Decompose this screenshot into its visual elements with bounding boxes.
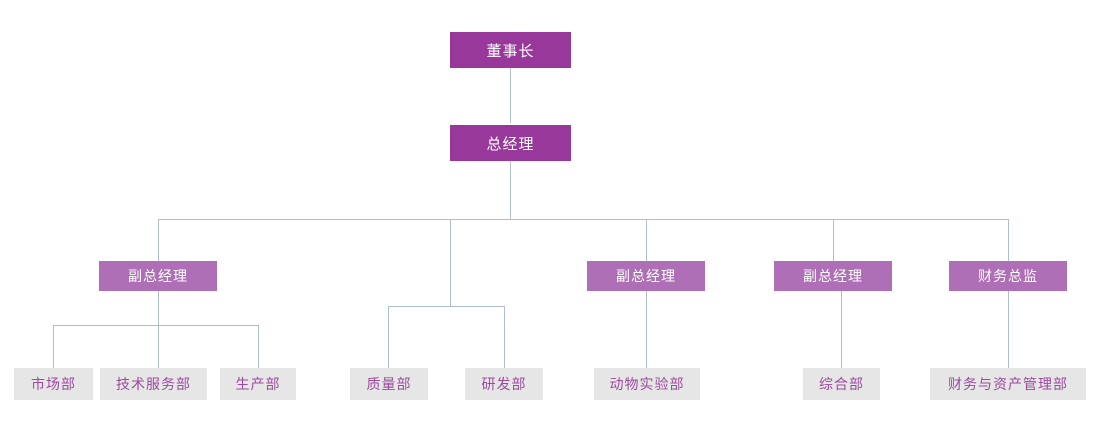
connector-main-bus — [158, 219, 1009, 220]
node-animal-lab-dept[interactable]: 动物实验部 — [594, 368, 700, 400]
connector-chairman-to-gm — [510, 68, 511, 123]
node-general-manager[interactable]: 总经理 — [450, 125, 571, 161]
connector-bus-to-deputy-1 — [158, 219, 159, 261]
connector-bus-to-deputy-2 — [646, 219, 647, 261]
node-marketing-dept[interactable]: 市场部 — [14, 368, 93, 400]
connector-quality-branch-bus — [388, 306, 504, 307]
node-finance-director[interactable]: 财务总监 — [949, 261, 1067, 291]
connector-deputy-1-to-marketing — [53, 325, 54, 368]
connector-bus-to-deputy-3 — [833, 219, 834, 261]
node-rd-dept[interactable]: 研发部 — [465, 368, 543, 400]
node-finance-asset-dept[interactable]: 财务与资产管理部 — [930, 368, 1086, 400]
connector-deputy-1-bus — [53, 325, 258, 326]
connector-gm-stem — [510, 161, 511, 219]
node-deputy-gm-2[interactable]: 副总经理 — [587, 261, 705, 291]
connector-deputy-1-to-tech-service — [158, 325, 159, 368]
node-deputy-gm-1[interactable]: 副总经理 — [99, 261, 217, 291]
connector-branch-to-quality — [388, 306, 389, 368]
node-deputy-gm-3[interactable]: 副总经理 — [774, 261, 892, 291]
connector-finance-director-to-dept — [1008, 291, 1009, 368]
connector-deputy-2-to-animal-lab — [646, 291, 647, 368]
connector-deputy-3-to-general-affairs — [841, 291, 842, 368]
node-chairman[interactable]: 董事长 — [450, 32, 571, 68]
node-quality-dept[interactable]: 质量部 — [350, 368, 428, 400]
node-tech-service-dept[interactable]: 技术服务部 — [100, 368, 207, 400]
node-general-affairs-dept[interactable]: 综合部 — [803, 368, 880, 400]
node-production-dept[interactable]: 生产部 — [220, 368, 296, 400]
connector-deputy-1-to-production — [258, 325, 259, 368]
connector-bus-to-finance-director — [1008, 219, 1009, 261]
connector-bus-to-quality-branch — [450, 219, 451, 306]
connector-deputy-1-stem — [158, 291, 159, 325]
connector-branch-to-rd — [504, 306, 505, 368]
